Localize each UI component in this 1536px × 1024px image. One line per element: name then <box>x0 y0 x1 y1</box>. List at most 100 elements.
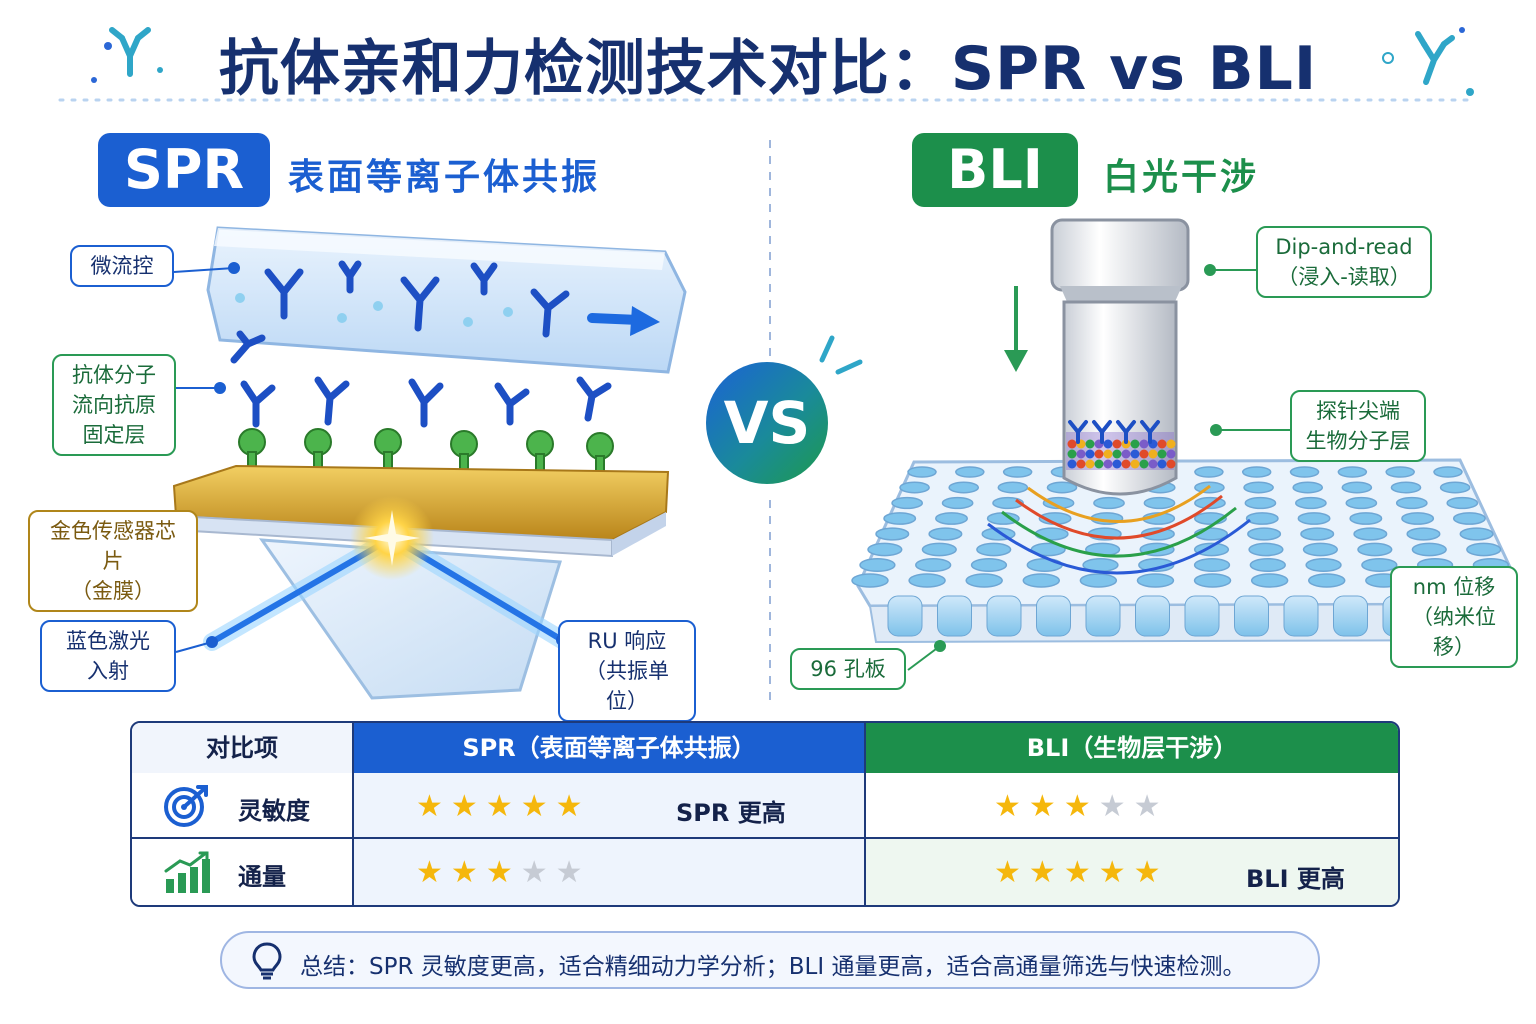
spr-sensitivity-stars: ★★★★★ <box>416 789 591 824</box>
biomolecule-bead <box>1130 439 1140 449</box>
spr-illustration <box>172 226 687 700</box>
well <box>891 496 924 510</box>
star-filled-icon: ★ <box>450 855 486 890</box>
star-empty-icon: ★ <box>520 855 556 890</box>
callout-probe-line1: 探针尖端 <box>1316 399 1400 423</box>
star-filled-icon: ★ <box>416 789 451 824</box>
well-tube <box>1135 595 1170 637</box>
well <box>1247 527 1282 541</box>
star-filled-icon: ★ <box>555 789 591 824</box>
star-empty-icon: ★ <box>1098 789 1134 824</box>
biomolecule-bead <box>1085 449 1095 459</box>
well <box>935 512 968 525</box>
callout-microfluidic: 微流控 <box>70 245 174 287</box>
well <box>915 557 952 573</box>
comparison-table: 对比项 SPR（表面等离子体共振） BLI（生物层干涉） 灵敏度 ★★★★★ S… <box>130 721 1400 907</box>
biomolecule-bead <box>1076 449 1086 459</box>
title-decoration <box>58 27 1478 102</box>
flow-arrow <box>587 306 660 336</box>
well <box>1466 542 1502 557</box>
biomolecule-bead <box>1076 459 1086 469</box>
well <box>1300 527 1335 541</box>
biomolecule-bead <box>1166 449 1176 459</box>
callout-ru-response: RU 响应 （共振单位） <box>558 620 696 722</box>
vs-sparkle <box>819 335 863 375</box>
biomolecule-bead <box>1139 459 1149 469</box>
well <box>1459 527 1494 541</box>
biomolecule-bead <box>1112 439 1122 449</box>
well <box>1034 527 1069 541</box>
table-row: 灵敏度 ★★★★★ SPR 更高 ★★★★★ <box>132 773 1398 839</box>
callout-nm-line2: （纳米位移） <box>1412 605 1496 659</box>
well <box>1337 466 1368 478</box>
well <box>1406 527 1441 541</box>
star-filled-icon: ★ <box>1133 855 1169 890</box>
well <box>899 481 930 494</box>
well <box>1079 573 1118 588</box>
biomolecule-bead <box>1085 459 1095 469</box>
biomolecule-layer <box>1066 420 1176 470</box>
well <box>1395 496 1428 510</box>
biomolecule-bead <box>1148 449 1158 459</box>
well <box>1439 481 1471 494</box>
callout-antibody-line1: 抗体分子 <box>72 363 156 387</box>
star-filled-icon: ★ <box>1028 789 1064 824</box>
biomolecule-bead <box>1157 439 1167 449</box>
biomolecule-bead <box>1112 449 1122 459</box>
well <box>1446 496 1479 510</box>
well <box>1046 481 1078 494</box>
biomolecule-bead <box>1130 459 1140 469</box>
spr-throughput-stars: ★★★★★ <box>416 855 591 890</box>
biomolecule-bead <box>1148 459 1158 469</box>
biomolecule-bead <box>1094 459 1104 469</box>
callout-ru-line1: RU 响应 <box>587 629 667 653</box>
star-filled-icon: ★ <box>520 789 556 824</box>
well <box>1385 466 1415 478</box>
antibody-icon <box>109 27 151 77</box>
well <box>875 527 910 541</box>
well-tube <box>1234 595 1269 637</box>
biomolecule-bead <box>1121 459 1131 469</box>
spr-badge: SPR <box>98 133 270 207</box>
well-tube <box>1283 595 1319 637</box>
biomolecule-bead <box>1166 439 1176 449</box>
callout-probe-line2: 生物分子层 <box>1305 429 1411 453</box>
callout-gold-chip: 金色传感器芯片 （金膜） <box>28 510 198 612</box>
callout-laser: 蓝色激光 入射 <box>40 620 176 692</box>
dip-arrow <box>1004 286 1028 372</box>
well <box>859 557 896 573</box>
callout-nm-line1: nm 位移 <box>1412 575 1496 599</box>
interference-waves <box>987 484 1251 575</box>
callout-antibody-line2: 流向抗原 <box>72 393 156 417</box>
header-spr: SPR（表面等离子体共振） <box>352 723 864 773</box>
biomolecule-bead <box>1067 439 1077 449</box>
spr-subtitle: 表面等离子体共振 <box>288 157 601 198</box>
well <box>1307 573 1346 588</box>
biomolecule-bead <box>1067 449 1077 459</box>
well <box>1289 466 1320 478</box>
biomolecule-bead <box>1139 439 1149 449</box>
well <box>965 573 1003 588</box>
biomolecule-bead <box>1166 459 1176 469</box>
well <box>1244 496 1277 510</box>
callout-dip-line1: Dip-and-read <box>1275 235 1413 259</box>
biomolecule-bead <box>1103 459 1113 469</box>
well <box>1452 512 1486 525</box>
biomolecule-bead <box>1094 449 1104 459</box>
row-label-sensitivity: 灵敏度 <box>238 797 310 825</box>
star-filled-icon: ★ <box>416 855 451 890</box>
star-filled-icon: ★ <box>485 789 521 824</box>
well <box>1249 557 1286 573</box>
well <box>1248 542 1284 557</box>
callout-chip-line2: （金膜） <box>71 579 155 603</box>
star-empty-icon: ★ <box>555 855 591 890</box>
well <box>1302 542 1338 557</box>
callout-antibody-flow: 抗体分子 流向抗原 固定层 <box>52 354 176 456</box>
callout-dip-line2: （浸入-读取） <box>1277 265 1411 289</box>
antibody-icon <box>230 330 612 428</box>
well <box>1292 481 1324 494</box>
well <box>851 573 889 588</box>
well-tube <box>887 595 923 637</box>
row-label-throughput: 通量 <box>238 863 286 891</box>
target-icon <box>164 785 208 827</box>
